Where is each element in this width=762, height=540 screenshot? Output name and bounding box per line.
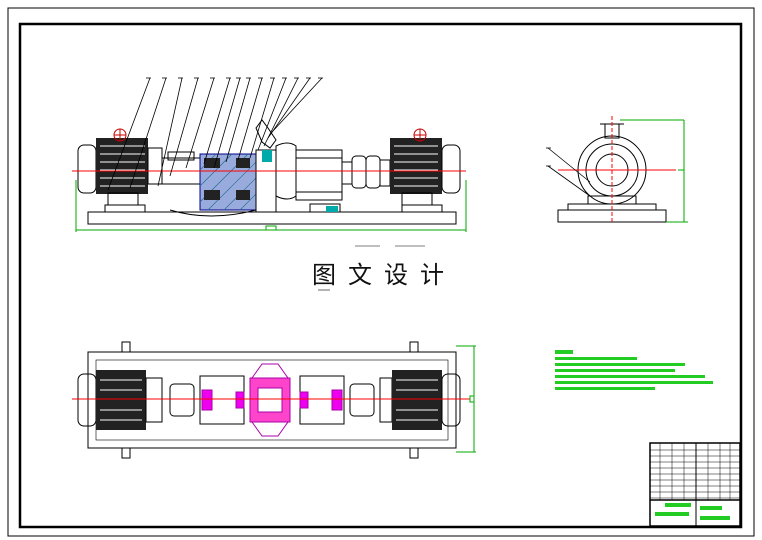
leader-line xyxy=(237,77,263,161)
leader-line xyxy=(249,77,275,159)
leader-line xyxy=(169,77,199,177)
inner-frame xyxy=(18,22,743,529)
watermark-text: 图文设计 xyxy=(312,261,456,289)
front-dimensions xyxy=(75,180,467,232)
leader-line xyxy=(225,77,251,163)
top-base xyxy=(87,351,457,449)
leader-line xyxy=(213,77,241,169)
leader-line xyxy=(203,77,231,165)
leader-line xyxy=(129,77,167,189)
side-view xyxy=(546,116,688,223)
leader-line xyxy=(257,77,287,151)
left-motor xyxy=(77,128,163,206)
technical-notes xyxy=(555,350,713,390)
right-motor xyxy=(390,128,461,206)
title-block xyxy=(649,442,741,527)
pump-housing xyxy=(161,119,277,217)
leader-line xyxy=(271,77,323,133)
leader-line xyxy=(263,77,299,147)
top-view xyxy=(72,341,476,459)
leader-line xyxy=(107,77,151,191)
base-plate xyxy=(87,211,457,225)
leader-line xyxy=(267,77,311,139)
front-view xyxy=(72,77,467,232)
bearing-block xyxy=(275,142,343,213)
leader-line xyxy=(157,77,183,187)
leader-line xyxy=(185,77,215,169)
outer-frame xyxy=(7,7,755,537)
coupling-right xyxy=(341,155,391,189)
